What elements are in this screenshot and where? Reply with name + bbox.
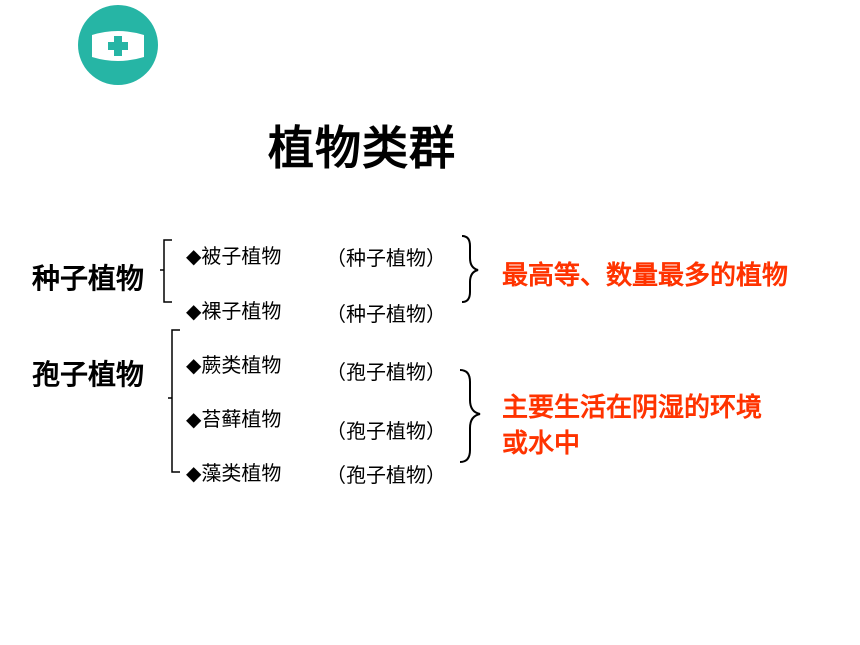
spore-plants-description-line-1: 主要生活在阴湿的环境 [502, 393, 763, 423]
algae-item: ◆藻类植物 [186, 461, 282, 485]
page-title: 植物类群 [268, 121, 456, 175]
bryophyte-class: （孢子植物） [326, 419, 446, 443]
seed-plants-brace [461, 235, 479, 303]
medical-mask-logo-icon [78, 5, 158, 85]
spore-plants-bracket [171, 329, 180, 473]
algae-class: （孢子植物） [326, 463, 446, 487]
fern-class: （孢子植物） [326, 360, 446, 384]
seed-plants-description: 最高等、数量最多的植物 [502, 261, 789, 291]
spore-plants-description-line-2: 或水中 [502, 429, 581, 459]
gymnosperm-class: （种子植物） [326, 302, 446, 326]
fern-item: ◆蕨类植物 [186, 353, 282, 377]
seed-plants-bracket [163, 239, 172, 303]
gymnosperm-item: ◆裸子植物 [186, 299, 282, 323]
angiosperm-class: （种子植物） [326, 246, 446, 270]
spore-plants-label: 孢子植物 [32, 358, 145, 391]
seed-plants-label: 种子植物 [32, 262, 145, 295]
bryophyte-item: ◆苔藓植物 [186, 407, 282, 431]
spore-plants-brace [459, 369, 481, 463]
angiosperm-item: ◆被子植物 [186, 244, 282, 268]
